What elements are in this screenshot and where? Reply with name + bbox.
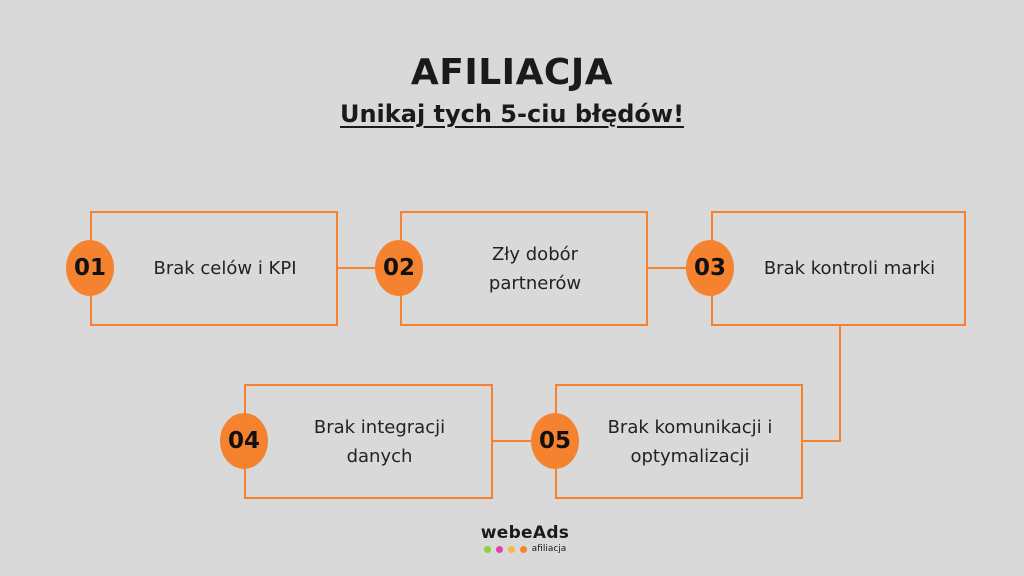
step-badge-3: 03 [686, 240, 734, 296]
step-text: Brak celów i KPI [153, 258, 297, 279]
logo-dot [507, 545, 515, 553]
logo-dot [495, 545, 503, 553]
connector [839, 325, 841, 442]
step-box-2: Zły dobór partnerów [400, 211, 648, 326]
step-text: Brak kontroli marki [763, 258, 936, 279]
step-text: Brak integracji danych [313, 416, 446, 467]
page-title: AFILIACJA [410, 52, 614, 93]
step-text: Brak komunikacji i optymalizacji [607, 416, 773, 467]
connector [802, 440, 841, 442]
step-text: Zły dobór partnerów [488, 243, 582, 294]
step-badge-4: 04 [220, 413, 268, 469]
step-box-3: Brak kontroli marki [711, 211, 966, 326]
step-badge-5: 05 [531, 413, 579, 469]
logo-tagline: afiliacja [531, 544, 567, 554]
logo-dot [519, 545, 527, 553]
step-badge-1: 01 [66, 240, 114, 296]
step-box-4: Brak integracji danych [244, 384, 493, 499]
step-box-5: Brak komunikacji i optymalizacji [555, 384, 803, 499]
logo-dot [483, 545, 491, 553]
connector [492, 440, 532, 442]
page-subtitle: Unikaj tych 5-ciu błędów! [339, 100, 685, 128]
connector [337, 267, 377, 269]
step-box-1: Brak celów i KPI [90, 211, 338, 326]
logo-name: webeAds [480, 523, 570, 543]
step-badge-2: 02 [375, 240, 423, 296]
webeads-logo: webeAds afiliacja [470, 523, 580, 554]
connector [647, 267, 687, 269]
